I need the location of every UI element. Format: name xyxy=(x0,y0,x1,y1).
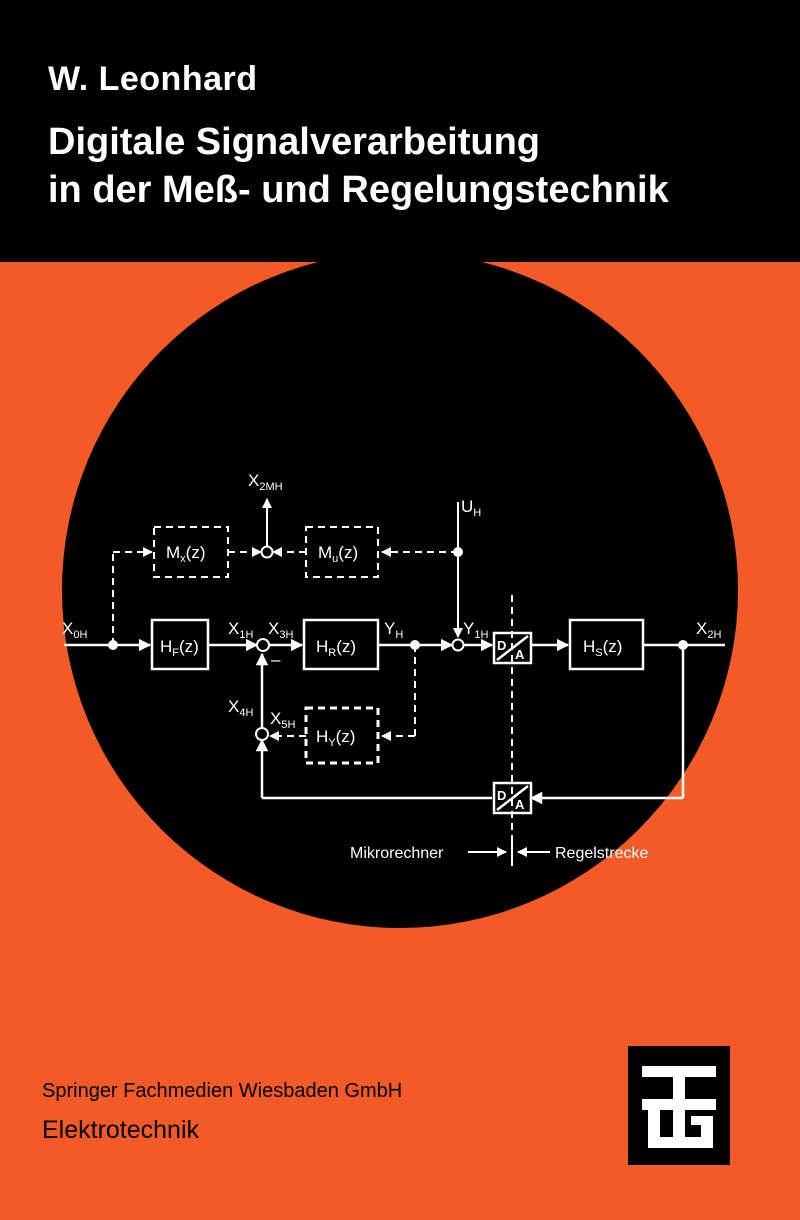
branch-node-x0 xyxy=(108,640,118,650)
sum-junction-m xyxy=(260,545,274,559)
ad-slash xyxy=(496,785,529,811)
author: W. Leonhard xyxy=(48,60,258,98)
signal-label-x0: X0H xyxy=(62,619,87,641)
signal-label-x2m: X2MH xyxy=(248,471,283,493)
block-label-hr: HR(z) xyxy=(316,637,356,659)
box-hf xyxy=(150,618,210,671)
signal-label-uh: UH xyxy=(461,497,481,519)
block-diagram: Mx(z) Mu(z) HF(z) HR(z) HY(z) HS(z) D A … xyxy=(62,262,738,928)
branch-node-yh xyxy=(410,640,420,650)
box-hr xyxy=(302,618,380,671)
sum-junction-2 xyxy=(451,638,465,652)
signal-label-y1: Y1H xyxy=(463,619,488,641)
label-mikrorechner: Mikrorechner xyxy=(350,845,444,862)
signal-label-x2: X2H xyxy=(696,619,721,641)
header-band: W. Leonhard Digitale Signalverarbeitung … xyxy=(0,0,800,262)
box-mu xyxy=(305,526,379,578)
branch-node-uh xyxy=(453,547,463,557)
block-label-hf: HF(z) xyxy=(160,637,199,659)
box-mx xyxy=(153,526,229,578)
book-title: Digitale Signalverarbeitung in der Meß- … xyxy=(48,118,669,214)
sum-junction-1 xyxy=(256,638,270,652)
publisher: Springer Fachmedien Wiesbaden GmbH xyxy=(42,1080,403,1102)
signal-label-x4: X4H xyxy=(228,697,253,719)
block-label-da-a: A xyxy=(515,647,525,662)
sum-junction-3 xyxy=(255,727,269,741)
signal-label-x5: X5H xyxy=(270,709,295,731)
series-name: Elektrotechnik xyxy=(42,1116,200,1144)
minus-sign: – xyxy=(271,650,281,669)
block-label-mx: Mx(z) xyxy=(166,543,206,565)
block-label-ad-a: A xyxy=(515,797,525,812)
block-label-ad-d: D xyxy=(497,788,506,803)
signal-label-x1: X1H xyxy=(228,619,253,641)
block-label-da-d: D xyxy=(497,638,506,653)
box-hs xyxy=(568,618,645,671)
branch-node-x2 xyxy=(678,640,688,650)
black-disc xyxy=(62,262,738,928)
block-label-mu: Mu(z) xyxy=(318,543,358,565)
signal-label-yh: YH xyxy=(384,619,403,641)
box-hy xyxy=(304,706,380,765)
signal-label-x3: X3H xyxy=(268,619,293,641)
block-label-hs: HS(z) xyxy=(583,637,622,659)
title-line-1: Digitale Signalverarbeitung xyxy=(48,121,540,163)
block-label-hy: HY(z) xyxy=(316,727,355,749)
label-regelstrecke: Regelstrecke xyxy=(555,845,648,862)
title-line-2: in der Meß- und Regelungstechnik xyxy=(48,169,669,211)
teubner-logo-icon xyxy=(628,1046,730,1165)
